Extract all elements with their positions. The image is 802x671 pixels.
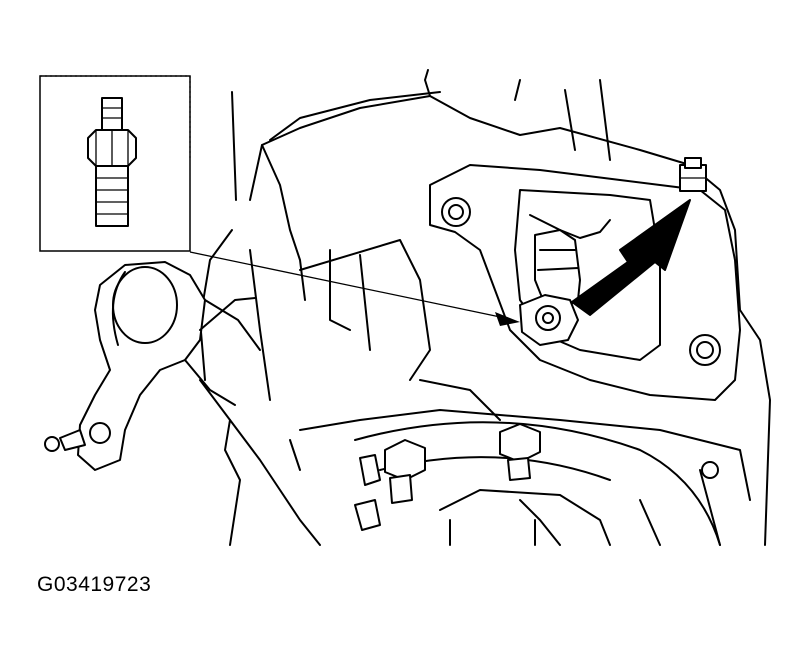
callout-leader: [189, 251, 520, 326]
shift-lever-linkage: [44, 261, 261, 471]
flange-bolt-left: [354, 439, 426, 531]
inset-detail: [39, 75, 191, 252]
pointer-arrow: [571, 199, 691, 316]
sensor-assembly: [519, 229, 581, 346]
top-stud-bolt: [679, 157, 707, 192]
mounting-bracket: [429, 164, 741, 401]
flange-bolt-right: [499, 423, 541, 481]
transmission-diagram: [39, 69, 771, 546]
stud-bolt-icon: [87, 97, 137, 227]
transmission-housing: [199, 69, 771, 546]
lower-flange: [354, 421, 721, 546]
figure-code: G03419723: [37, 573, 152, 596]
